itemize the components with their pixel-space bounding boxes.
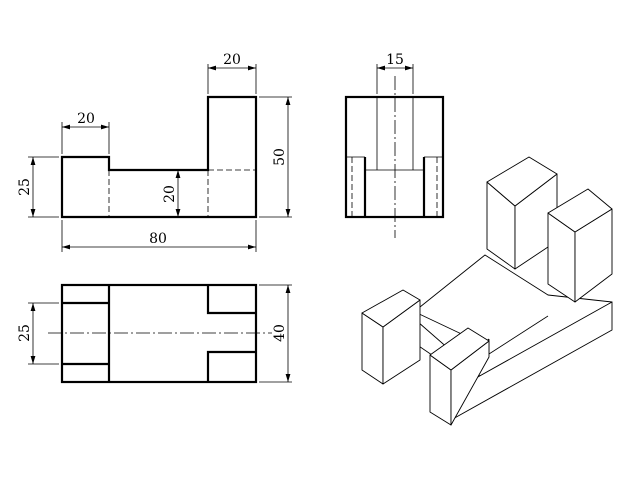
iso-back-left-pillar <box>486 156 558 270</box>
dimension-left-top-width: 20 <box>61 111 110 154</box>
top-view-notch-top-right <box>206 285 256 315</box>
dimension-left-height: 25 <box>17 156 59 218</box>
dimension-right-top-width: 20 <box>207 52 257 94</box>
top-view-notch-bottom-right <box>206 350 256 382</box>
dimension-left-height-label: 25 <box>17 178 33 196</box>
dimension-top-inner-width: 25 <box>17 302 59 365</box>
iso-front-right-block <box>429 327 490 426</box>
side-view: 15 <box>344 52 445 238</box>
top-view-outline <box>60 283 258 384</box>
dimension-slot-width: 15 <box>376 52 414 94</box>
dimension-total-width: 80 <box>61 220 257 252</box>
top-view: 25 40 <box>17 283 292 384</box>
iso-front-right-block-top <box>429 327 490 371</box>
dimension-total-width-label: 80 <box>149 231 167 247</box>
dimension-total-height: 50 <box>259 96 292 218</box>
dimension-slot-width-label: 15 <box>386 52 404 68</box>
dimension-inner-height-label: 20 <box>162 185 178 203</box>
dimension-total-height-label: 50 <box>272 148 288 166</box>
dimension-top-total-depth: 40 <box>259 284 292 383</box>
dimension-inner-height: 20 <box>162 170 181 217</box>
dimension-top-inner-width-label: 25 <box>17 324 33 342</box>
dimension-right-top-width-label: 20 <box>223 52 241 68</box>
iso-back-right-pillar-top <box>547 188 613 233</box>
dimension-top-total-depth-label: 40 <box>272 324 288 342</box>
dimension-left-top-width-label: 20 <box>77 111 95 127</box>
front-view: 20 20 25 20 50 <box>17 52 292 252</box>
isometric-view <box>361 156 613 426</box>
iso-back-left-pillar-top <box>486 156 558 207</box>
iso-front-left-pillar-top <box>361 289 421 328</box>
iso-back-right-pillar <box>547 188 613 303</box>
iso-front-left-pillar <box>361 289 421 385</box>
